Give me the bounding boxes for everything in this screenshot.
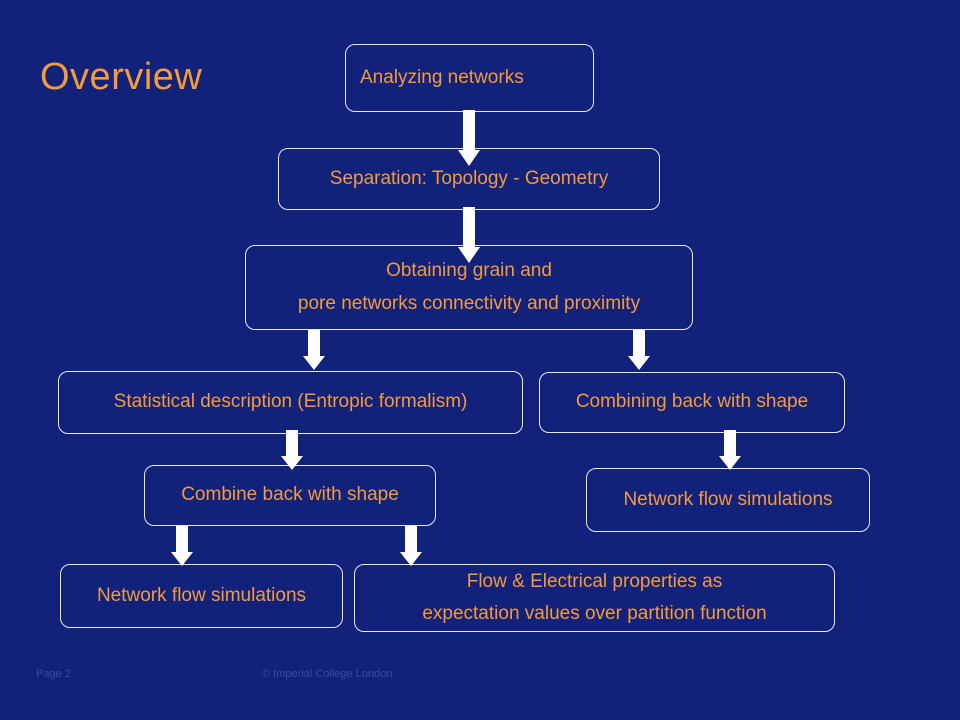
page-number: Page 2: [36, 668, 71, 680]
box-statistical-label: Statistical description (Entropic formal…: [113, 391, 468, 413]
box-analyzing-networks-label: Analyzing networks: [360, 66, 524, 88]
box-analyzing-networks: Analyzing networks: [345, 44, 594, 112]
down-arrow-icon: [458, 207, 480, 263]
down-arrow-icon: [281, 430, 303, 470]
box-network-flow-right-label: Network flow simulations: [623, 488, 833, 510]
box-obtaining-label-line1: Obtaining grain and: [386, 260, 552, 282]
box-statistical-description: Statistical description (Entropic formal…: [58, 371, 523, 434]
box-combine-left-label: Combine back with shape: [181, 484, 399, 506]
down-arrow-icon: [719, 430, 741, 470]
box-network-flow-right: Network flow simulations: [586, 468, 870, 532]
box-separation-label: Separation: Topology - Geometry: [329, 167, 609, 189]
box-flow-electrical-properties: Flow & Electrical properties as expectat…: [354, 564, 835, 632]
down-arrow-icon: [171, 526, 193, 566]
box-obtaining-label-line2: pore networks connectivity and proximity: [297, 292, 641, 314]
box-combine-back-left: Combine back with shape: [144, 465, 436, 526]
box-network-flow-left: Network flow simulations: [60, 564, 343, 628]
slide-title: Overview: [40, 56, 203, 98]
box-flow-label-line1: Flow & Electrical properties as: [466, 570, 723, 592]
box-combining-right-label: Combining back with shape: [575, 391, 809, 413]
box-combining-back-right: Combining back with shape: [539, 372, 845, 433]
down-arrow-icon: [400, 526, 422, 566]
down-arrow-icon: [628, 330, 650, 370]
down-arrow-icon: [303, 330, 325, 370]
copyright-notice: © Imperial College London: [262, 668, 393, 680]
box-flow-label-line2: expectation values over partition functi…: [422, 603, 767, 624]
down-arrow-icon: [458, 110, 480, 166]
box-network-flow-left-label: Network flow simulations: [96, 584, 307, 606]
